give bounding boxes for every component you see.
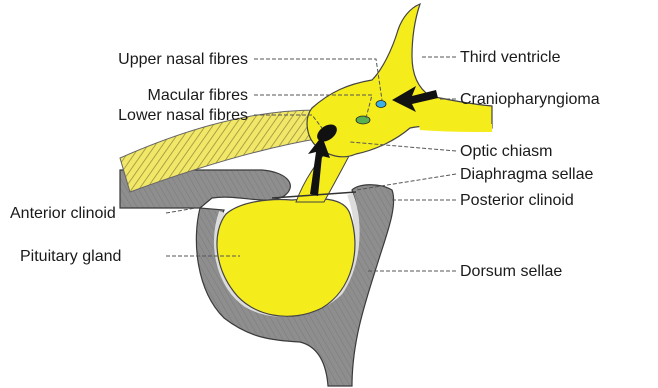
label-upper-nasal-fibres: Upper nasal fibres [118,51,248,68]
label-lower-nasal-fibres: Lower nasal fibres [118,107,248,124]
label-pituitary-gland: Pituitary gland [20,248,121,265]
macular-marker [356,116,370,124]
upper-nasal-marker [376,101,386,108]
label-optic-chiasm: Optic chiasm [460,143,552,160]
label-macular-fibres: Macular fibres [148,87,248,104]
label-diaphragma-sellae: Diaphragma sellae [460,166,594,183]
label-posterior-clinoid: Posterior clinoid [460,192,574,209]
label-dorsum-sellae: Dorsum sellae [460,263,562,280]
label-anterior-clinoid: Anterior clinoid [10,205,116,222]
label-craniopharyngioma: Craniopharyngioma [460,91,600,108]
label-third-ventricle: Third ventricle [460,49,561,66]
